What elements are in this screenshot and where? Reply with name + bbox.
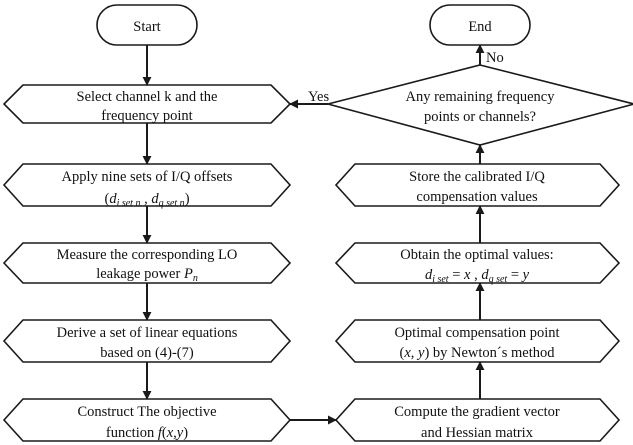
step-optimal-point-line2: (x, y) by Newton´s method [399, 345, 555, 361]
step-construct-objective-line1: Construct The objective [77, 404, 216, 420]
step-obtain-optimal-line1: Obtain the optimal values: [400, 247, 553, 263]
step-derive-equations-line2: based on (4)-(7) [100, 345, 194, 361]
step-obtain-optimal: Obtain the optimal values: di set = x , … [334, 242, 621, 285]
step-select-channel-line2: frequency point [101, 108, 192, 124]
step-store-values-line1: Store the calibrated I/Q [409, 169, 545, 185]
decision-remaining: Any remaining frequency points or channe… [324, 64, 633, 146]
step-compute-gradient-line1: Compute the gradient vector [394, 404, 560, 420]
step-measure-leakage-line2: leakage power Pn [96, 266, 198, 284]
step-measure-leakage-line1: Measure the corresponding LO [57, 247, 238, 263]
step-select-channel: Select channel k and the frequency point [2, 84, 292, 124]
end-label: End [468, 19, 492, 35]
decision-line1: Any remaining frequency [406, 89, 556, 105]
start-label: Start [133, 19, 160, 35]
step-optimal-point: Optimal compensation point (x, y) by New… [334, 319, 621, 363]
step-compute-gradient-line2: and Hessian matrix [421, 425, 534, 441]
end-terminal: End [429, 4, 531, 46]
step-apply-offsets-line2: (di set n , dq set n) [104, 191, 189, 209]
step-construct-objective-line2: function f(x,y) [106, 425, 188, 441]
step-apply-offsets: Apply nine sets of I/Q offsets (di set n… [2, 163, 292, 209]
step-derive-equations-line1: Derive a set of linear equations [57, 325, 238, 341]
decision-line2: points or channels? [424, 109, 536, 125]
step-apply-offsets-line1: Apply nine sets of I/Q offsets [62, 169, 233, 185]
step-store-values: Store the calibrated I/Q compensation va… [334, 163, 621, 207]
no-label: No [486, 50, 504, 66]
yes-label: Yes [308, 89, 329, 105]
step-obtain-optimal-line2: di set = x , dq set = y [425, 267, 530, 285]
step-optimal-point-line1: Optimal compensation point [394, 325, 559, 341]
step-measure-leakage: Measure the corresponding LO leakage pow… [2, 242, 292, 284]
start-terminal: Start [96, 4, 198, 46]
step-construct-objective: Construct The objective function f(x,y) [2, 398, 292, 442]
step-select-channel-line1: Select channel k and the [77, 89, 218, 105]
step-compute-gradient: Compute the gradient vector and Hessian … [334, 398, 621, 442]
step-derive-equations: Derive a set of linear equations based o… [2, 319, 292, 363]
step-store-values-line2: compensation values [416, 189, 538, 205]
